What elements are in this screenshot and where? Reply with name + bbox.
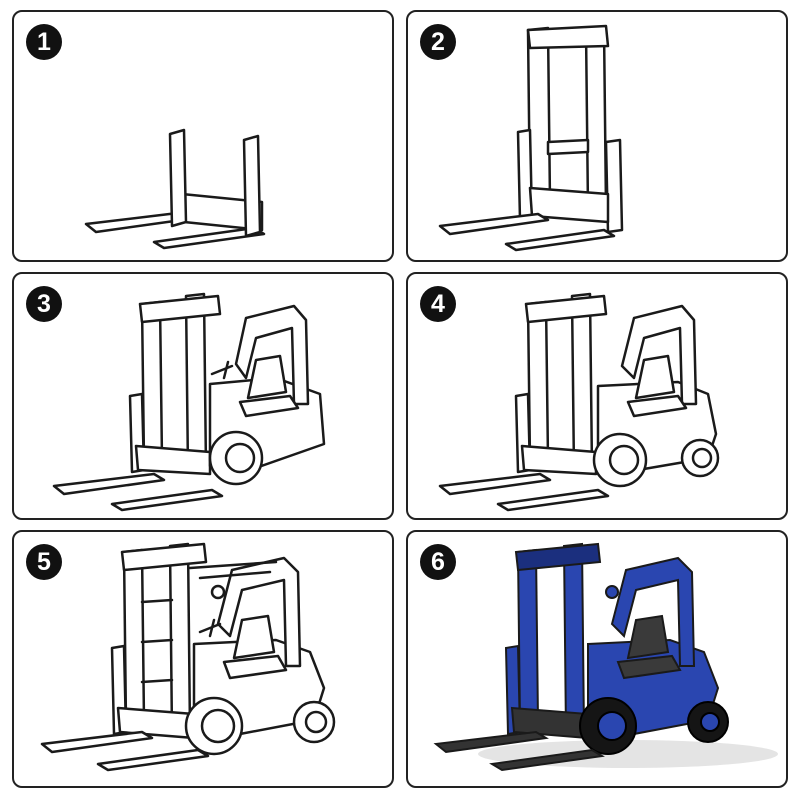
step-number-badge: 3 [26,286,62,322]
step-3-panel: 3 [12,272,394,520]
forks-and-backrest-drawing-icon [84,128,266,250]
details-drawing-icon [40,542,336,772]
step-number-badge: 1 [26,24,62,60]
step-6-panel: 6 [406,530,788,788]
step-number-badge: 5 [26,544,62,580]
step-number-badge: 4 [420,286,456,322]
mast-drawing-icon [438,24,624,252]
cab-and-front-wheel-drawing-icon [52,292,326,512]
colored-forklift-icon [433,542,778,772]
step-1-panel: 1 [12,10,394,262]
step-5-panel: 5 [12,530,394,788]
step-number-badge: 6 [420,544,456,580]
step-4-panel: 4 [406,272,788,520]
body-and-rear-wheel-drawing-icon [438,292,720,512]
step-2-panel: 2 [406,10,788,262]
step-number-badge: 2 [420,24,456,60]
